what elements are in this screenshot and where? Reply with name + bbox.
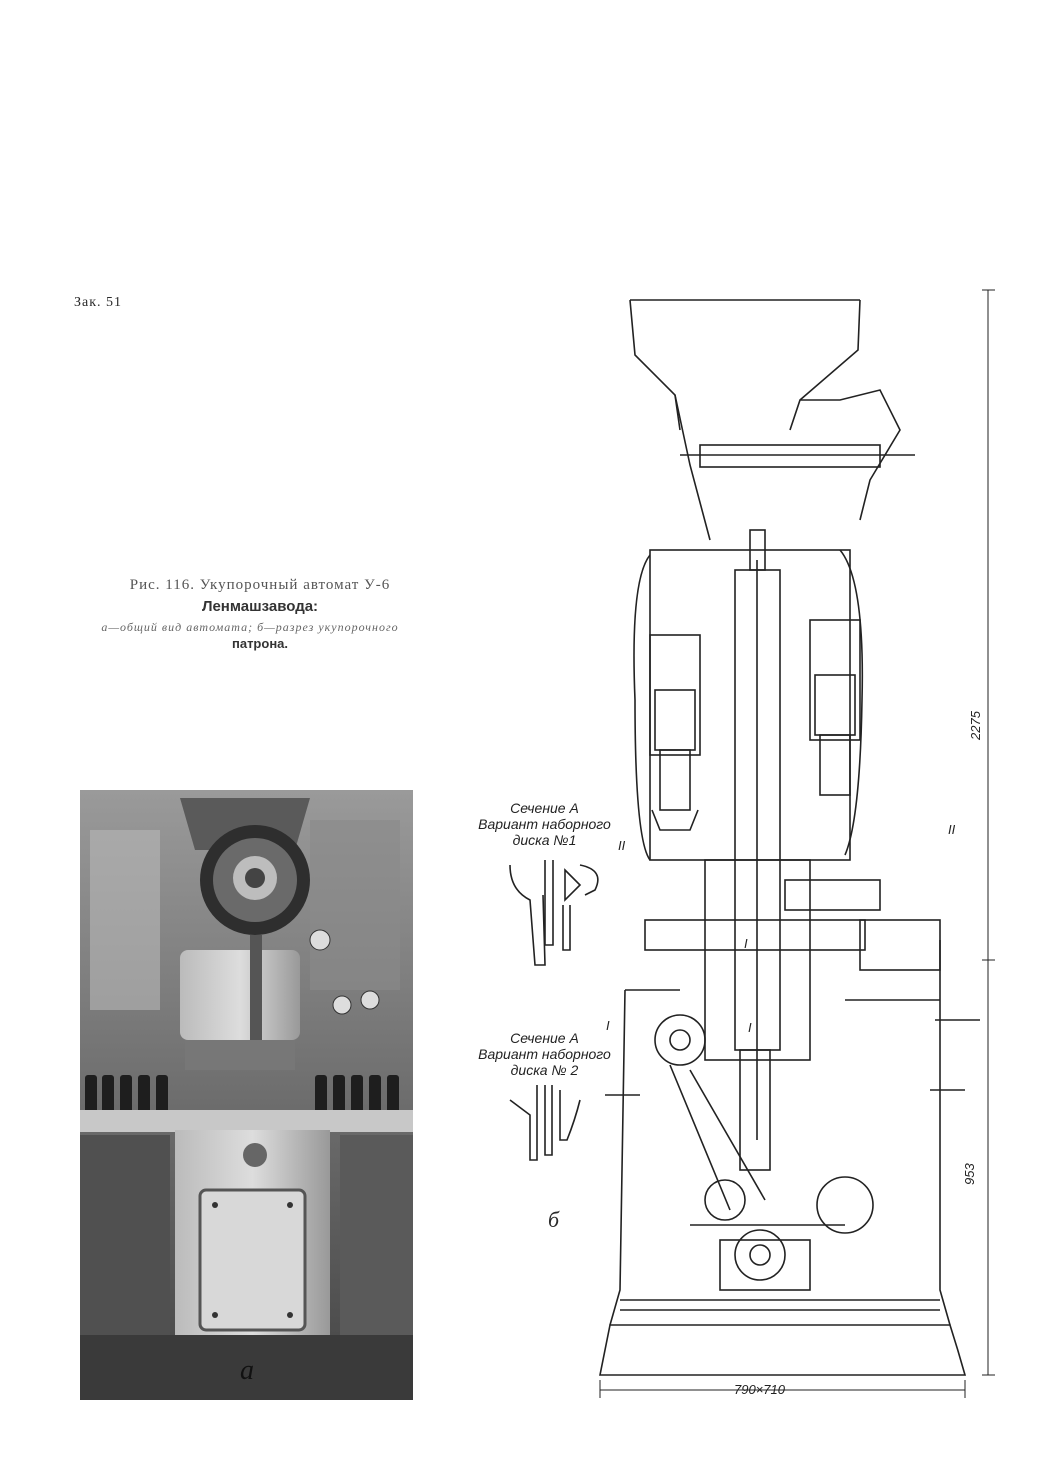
- photo-label: а: [240, 1355, 254, 1386]
- caption-line-4: патрона.: [231, 636, 289, 651]
- section-1-line-1: Сечение А: [510, 800, 579, 816]
- drawing-label: б: [548, 1207, 560, 1232]
- section-mark-II-left: II: [618, 838, 626, 853]
- machine-photo-illustration: [80, 790, 413, 1400]
- section-2-detail: [509, 1085, 581, 1161]
- machine-photo: [80, 790, 413, 1400]
- section-mark-I-shaft-lower: I: [748, 1020, 752, 1035]
- order-number: Зак. 51: [74, 295, 123, 310]
- section-drawing-illustration: [599, 289, 995, 1398]
- dimension-lower-height: 953: [962, 1163, 977, 1185]
- section-1-line-2: Вариант наборного: [478, 816, 611, 832]
- section-mark-II-right: II: [948, 822, 956, 837]
- dimension-base: 790×710: [734, 1382, 785, 1397]
- section-1-line-3: диска №1: [512, 832, 577, 848]
- section-2-line-3: диска № 2: [510, 1062, 579, 1078]
- section-1-label: Сечение А Вариант наборного диска №1: [462, 800, 627, 848]
- caption-line-3: а—общий вид автомата; б—разрез укупорочн…: [101, 620, 399, 634]
- caption-line-2: Ленмашзавода:: [201, 598, 319, 615]
- dimension-total-height: 2275: [968, 711, 983, 740]
- section-2-line-1: Сечение А: [510, 1030, 579, 1046]
- section-1-detail: [509, 860, 599, 966]
- caption-line-1: Рис. 116. Укупорочный автомат У-6: [129, 577, 391, 593]
- section-2-line-2: Вариант наборного: [478, 1046, 611, 1062]
- section-mark-I-left: I: [606, 1018, 610, 1033]
- section-2-label: Сечение А Вариант наборного диска № 2: [462, 1030, 627, 1078]
- section-mark-I-shaft-upper: I: [744, 936, 748, 951]
- technical-drawing: [590, 280, 1020, 1410]
